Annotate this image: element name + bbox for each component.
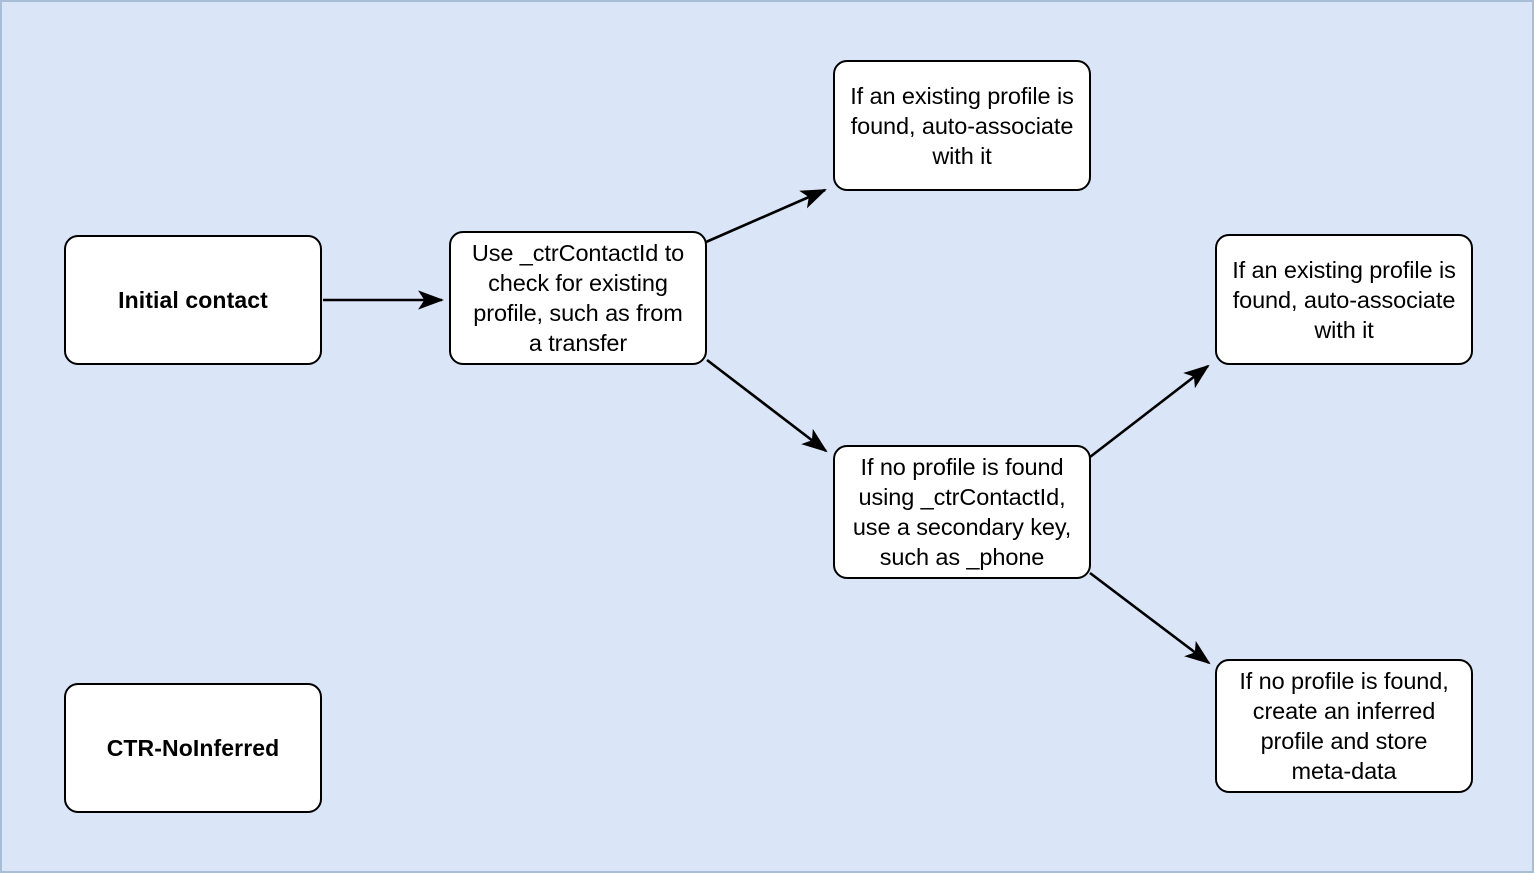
- node-label: If an existing profile is found, auto-as…: [1232, 256, 1456, 343]
- node-create-inferred-profile[interactable]: If no profile is found, create an inferr…: [1215, 659, 1473, 793]
- edge-secondary-to-create-inferred: [1089, 571, 1211, 665]
- node-label: If an existing profile is found, auto-as…: [850, 82, 1074, 169]
- edge-secondary-to-auto-right: [1089, 364, 1210, 459]
- node-label: Initial contact: [118, 287, 268, 313]
- node-ctr-noinferred[interactable]: CTR-NoInferred: [64, 683, 322, 813]
- node-label: Use _ctrContactId to check for existing …: [471, 240, 685, 356]
- node-initial-contact[interactable]: Initial contact: [64, 235, 322, 365]
- node-label: If no profile is found using _ctrContact…: [852, 454, 1072, 570]
- node-secondary-key[interactable]: If no profile is found using _ctrContact…: [833, 445, 1091, 579]
- node-label: If no profile is found, create an inferr…: [1239, 668, 1449, 784]
- node-label: CTR-NoInferred: [106, 735, 280, 761]
- node-use-ctrcontactid[interactable]: Use _ctrContactId to check for existing …: [449, 231, 707, 365]
- node-auto-associate-top[interactable]: If an existing profile is found, auto-as…: [833, 60, 1091, 191]
- edge-use-to-secondary: [706, 358, 828, 453]
- edge-use-to-auto-top: [705, 188, 827, 244]
- node-auto-associate-right[interactable]: If an existing profile is found, auto-as…: [1215, 234, 1473, 365]
